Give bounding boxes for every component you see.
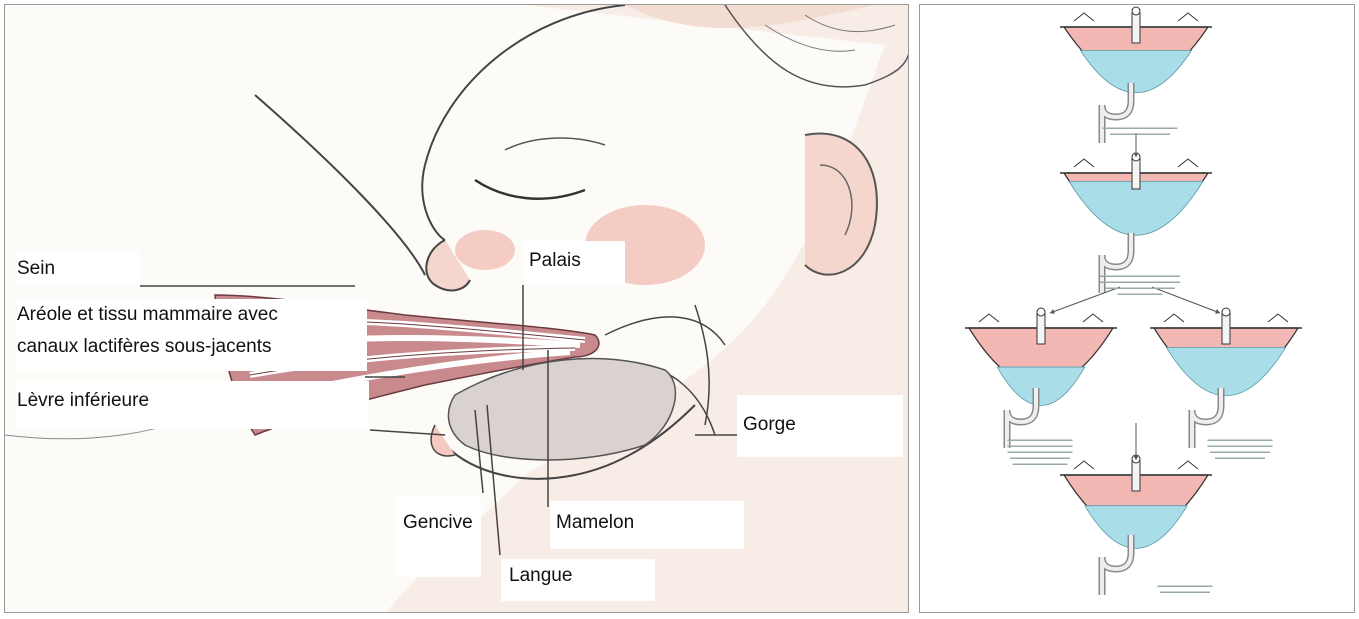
caption-4: ▬▬▬▬▬▬▬▬▬▬▬▬▬▬▬▬▬▬▬▬▬▬▬▬▬▬▬▬▬▬▬▬▬▬▬▬▬▬▬▬… [1150, 437, 1330, 461]
sink-icon [1060, 153, 1212, 293]
label-sein: Sein [17, 251, 139, 285]
sink-icon [965, 308, 1117, 448]
sink-icon [1060, 455, 1212, 595]
label-areole-line1: Aréole et tissu mammaire avec [17, 299, 367, 331]
label-mamelon: Mamelon [550, 501, 744, 549]
caption-1: ▬▬▬▬▬▬▬▬▬▬▬▬▬▬▬▬▬▬▬▬▬▬▬▬▬▬▬ [1050, 125, 1230, 137]
label-levre-inferieure: Lèvre inférieure [17, 381, 369, 429]
label-langue: Langue [501, 559, 655, 601]
anatomy-diagram: Sein Aréole et tissu mammaire avec canau… [4, 4, 909, 613]
sink-icon [1060, 7, 1212, 143]
label-areole-line2: canaux lactifères sous-jacents [17, 331, 367, 371]
label-gencive: Gencive [397, 495, 481, 577]
label-palais: Palais [525, 241, 625, 285]
sink-illustrations [920, 5, 1355, 613]
caption-2: ▬▬▬▬▬▬▬▬▬▬▬▬▬▬▬▬▬▬▬▬▬▬▬▬▬▬▬▬▬▬▬▬▬▬▬▬▬▬▬▬… [1030, 273, 1250, 297]
sink-analogy-diagram: ▬▬▬▬▬▬▬▬▬▬▬▬▬▬▬▬▬▬▬▬▬▬▬▬▬▬▬ ▬▬▬▬▬▬▬▬▬▬▬▬… [919, 4, 1355, 613]
caption-3: ▬▬▬▬▬▬▬▬▬▬▬▬▬▬▬▬▬▬▬▬▬▬▬▬▬▬▬▬▬▬▬▬▬▬▬▬▬▬▬▬… [950, 437, 1130, 467]
label-gorge: Gorge [737, 395, 903, 457]
caption-5: ▬▬▬▬▬▬▬▬▬▬▬▬▬▬▬▬▬▬▬▬▬ [1110, 583, 1260, 595]
sink-icon [1150, 308, 1302, 448]
